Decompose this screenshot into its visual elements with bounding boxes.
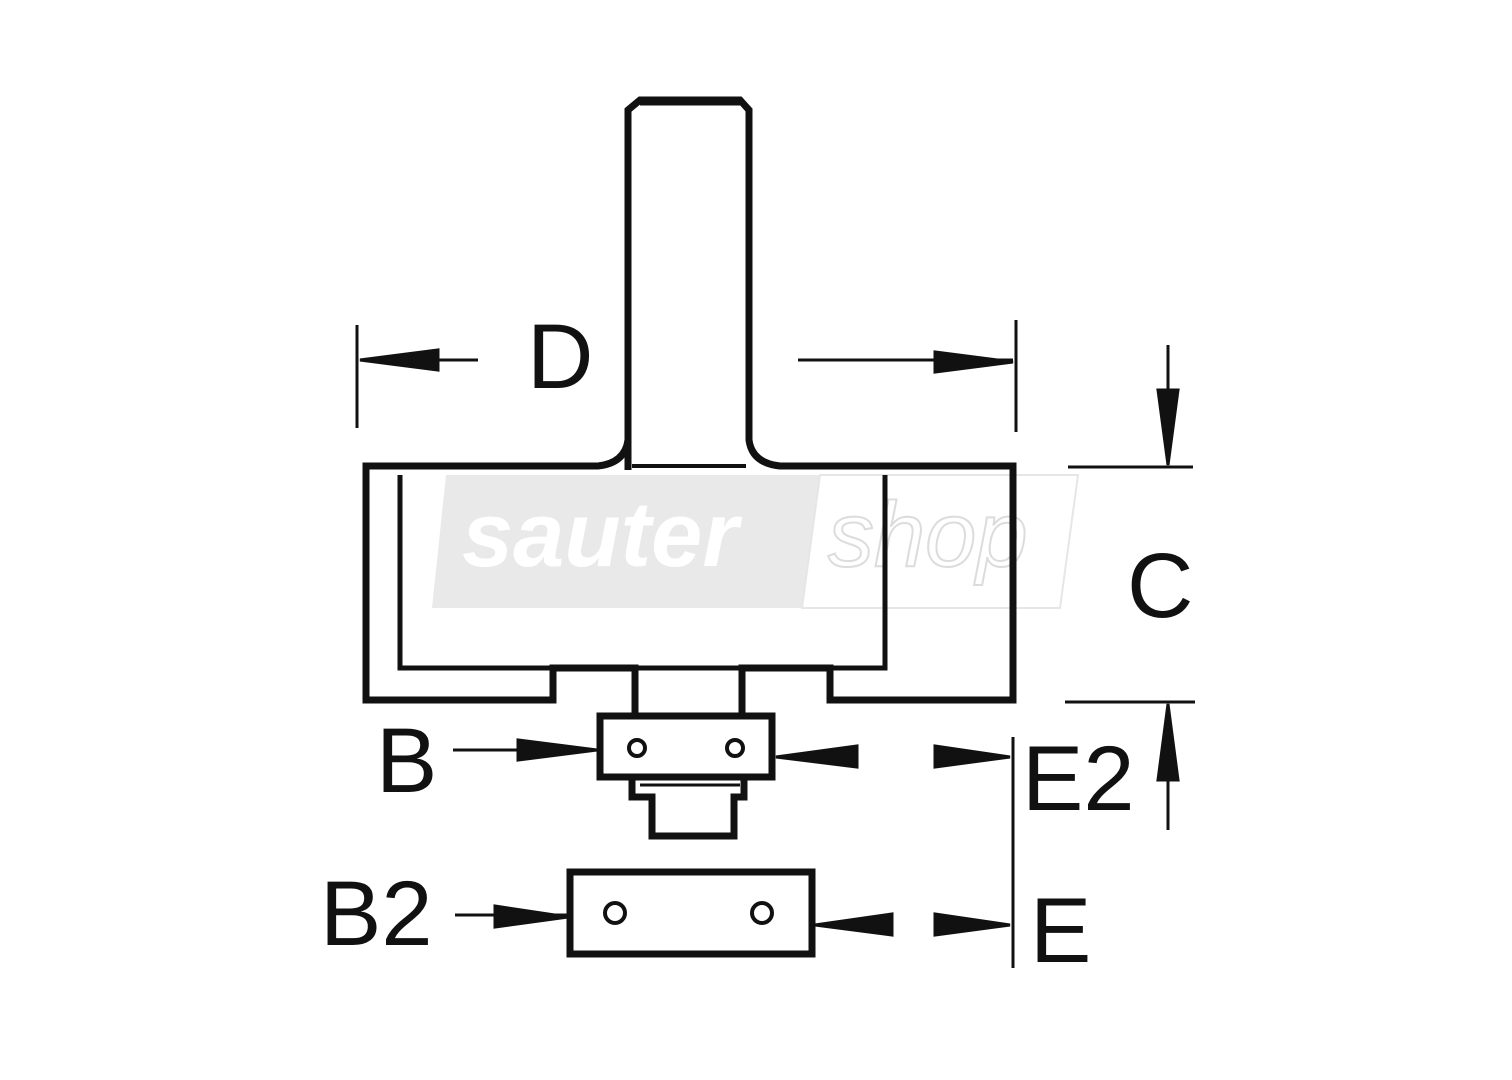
- watermark: sauter shop: [432, 474, 1080, 609]
- bearing-hub: [628, 777, 748, 840]
- body-inner-line: [397, 475, 888, 671]
- svg-text:sauter: sauter: [462, 484, 742, 586]
- label-d: D: [527, 306, 593, 408]
- label-e: E: [1030, 880, 1091, 982]
- label-b: B: [376, 710, 437, 812]
- label-c: C: [1127, 535, 1193, 637]
- svg-text:shop: shop: [828, 484, 1028, 586]
- label-b2: B2: [320, 863, 433, 965]
- shank: [362, 96, 1017, 716]
- bearing-b2: [566, 868, 816, 958]
- bearing-b: [596, 712, 776, 781]
- label-e2: E2: [1022, 728, 1135, 830]
- dimension-lines: [355, 320, 1195, 968]
